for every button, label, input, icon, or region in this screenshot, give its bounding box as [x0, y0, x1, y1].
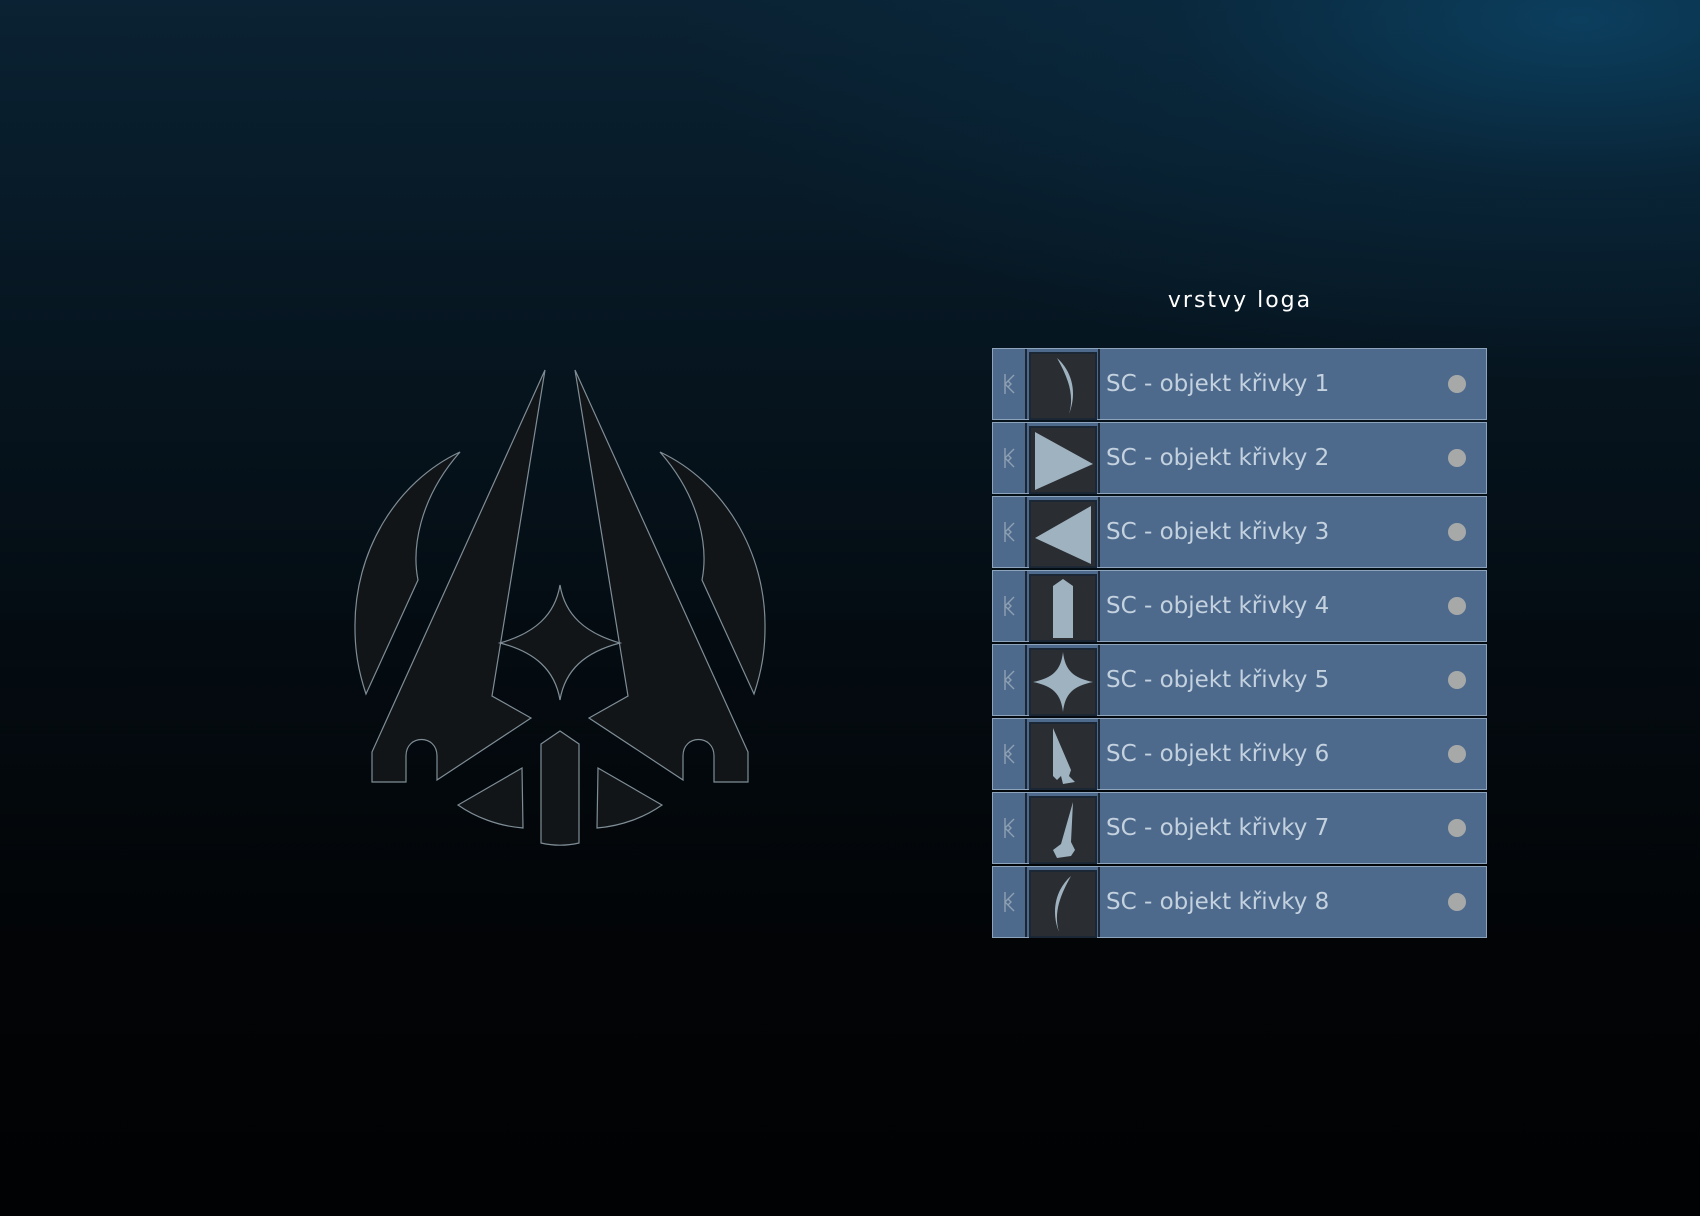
- logo-left-spike: [371, 369, 546, 783]
- visibility-dot-icon[interactable]: [1448, 671, 1466, 689]
- layer-thumb-6: [1029, 722, 1097, 790]
- layer-row-6[interactable]: SC - objekt křivky 6: [992, 718, 1487, 790]
- layer-row-1[interactable]: SC - objekt křivky 1: [992, 348, 1487, 420]
- link-icon[interactable]: [993, 497, 1027, 567]
- layer-row-4[interactable]: SC - objekt křivky 4: [992, 570, 1487, 642]
- layer-row-2[interactable]: SC - objekt křivky 2: [992, 422, 1487, 494]
- layer-row-3[interactable]: SC - objekt křivky 3: [992, 496, 1487, 568]
- logo-star: [497, 584, 623, 701]
- layer-name[interactable]: SC - objekt křivky 2: [1106, 445, 1330, 471]
- layer-name[interactable]: SC - objekt křivky 8: [1106, 889, 1330, 915]
- layer-thumb-8: [1029, 870, 1097, 938]
- layer-thumb-4: [1029, 574, 1097, 642]
- layer-name[interactable]: SC - objekt křivky 5: [1106, 667, 1330, 693]
- visibility-dot-icon[interactable]: [1448, 893, 1466, 911]
- logo-left-triangle: [456, 766, 524, 829]
- layer-name[interactable]: SC - objekt křivky 7: [1106, 815, 1330, 841]
- link-icon[interactable]: [993, 349, 1027, 419]
- layer-name[interactable]: SC - objekt křivky 1: [1106, 371, 1330, 397]
- link-icon[interactable]: [993, 867, 1027, 937]
- visibility-dot-icon[interactable]: [1448, 449, 1466, 467]
- layer-row-7[interactable]: SC - objekt křivky 7: [992, 792, 1487, 864]
- layer-row-8[interactable]: SC - objekt křivky 8: [992, 866, 1487, 938]
- visibility-dot-icon[interactable]: [1448, 745, 1466, 763]
- link-icon[interactable]: [993, 423, 1027, 493]
- link-icon[interactable]: [993, 645, 1027, 715]
- visibility-dot-icon[interactable]: [1448, 523, 1466, 541]
- logo-left-crescent: [354, 451, 461, 696]
- link-icon[interactable]: [993, 793, 1027, 863]
- logo-pillar: [540, 730, 580, 846]
- visibility-dot-icon[interactable]: [1448, 375, 1466, 393]
- link-icon[interactable]: [993, 571, 1027, 641]
- link-icon[interactable]: [993, 719, 1027, 789]
- layer-thumb-3: [1029, 500, 1097, 568]
- panel-title: vrstvy loga: [1167, 288, 1313, 313]
- layer-name[interactable]: SC - objekt křivky 3: [1106, 519, 1330, 545]
- layer-name[interactable]: SC - objekt křivky 4: [1106, 593, 1330, 619]
- logo-right-spike: [574, 369, 749, 783]
- visibility-dot-icon[interactable]: [1448, 597, 1466, 615]
- logo-svg: [354, 369, 766, 846]
- logo-preview: [340, 360, 780, 860]
- layer-thumb-1: [1029, 352, 1097, 420]
- layer-thumb-7: [1029, 796, 1097, 864]
- layer-row-5[interactable]: SC - objekt křivky 5: [992, 644, 1487, 716]
- layers-panel: SC - objekt křivky 1 SC - objekt křivky …: [992, 348, 1487, 941]
- layer-thumb-2: [1029, 426, 1097, 494]
- layer-name[interactable]: SC - objekt křivky 6: [1106, 741, 1330, 767]
- layer-thumb-5: [1029, 648, 1097, 716]
- logo-right-crescent: [659, 451, 766, 696]
- logo-right-triangle: [596, 766, 664, 829]
- visibility-dot-icon[interactable]: [1448, 819, 1466, 837]
